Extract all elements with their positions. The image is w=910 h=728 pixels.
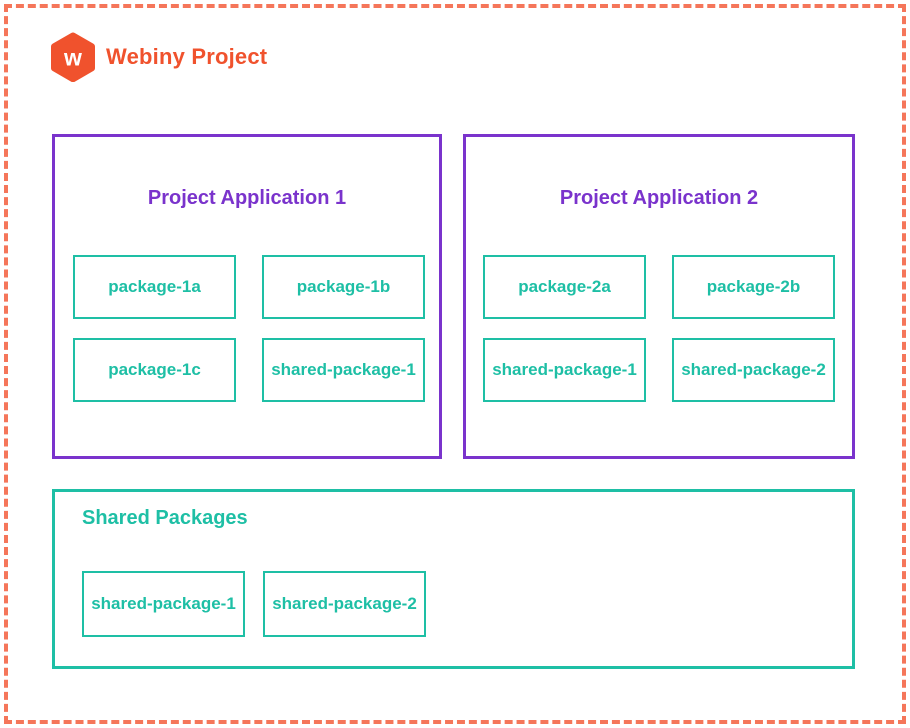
package-label: package-2b [706, 277, 801, 296]
package-box: package-2a [483, 255, 646, 319]
package-label: shared-package-1 [91, 594, 236, 613]
package-box: shared-package-1 [262, 338, 425, 402]
package-label: shared-package-2 [681, 360, 826, 379]
package-box: package-1a [73, 255, 236, 319]
package-label: package-1a [108, 277, 201, 296]
package-label: shared-package-1 [492, 360, 637, 379]
page-title: Webiny Project [106, 44, 268, 69]
application-title: Project Application 2 [559, 187, 759, 209]
project-application-2-box: Project Application 2 package-2a package… [463, 134, 855, 459]
package-label: shared-package-2 [272, 594, 417, 613]
package-label: package-1b [296, 277, 391, 296]
package-label: shared-package-1 [271, 360, 416, 379]
webiny-logo-icon: w [48, 32, 98, 83]
package-label: package-1c [108, 360, 201, 379]
shared-packages-title: Shared Packages [82, 507, 248, 529]
package-box: shared-package-2 [263, 571, 426, 637]
package-box: shared-package-1 [483, 338, 646, 402]
application-title: Project Application 1 [147, 187, 347, 209]
package-box: shared-package-2 [672, 338, 835, 402]
package-box: package-1c [73, 338, 236, 402]
svg-text:w: w [63, 45, 82, 71]
shared-packages-box: Shared Packages shared-package-1 shared-… [52, 489, 855, 669]
package-box: package-1b [262, 255, 425, 319]
package-label: package-2a [518, 277, 611, 296]
project-application-1-box: Project Application 1 package-1a package… [52, 134, 442, 459]
package-box: shared-package-1 [82, 571, 245, 637]
package-box: package-2b [672, 255, 835, 319]
